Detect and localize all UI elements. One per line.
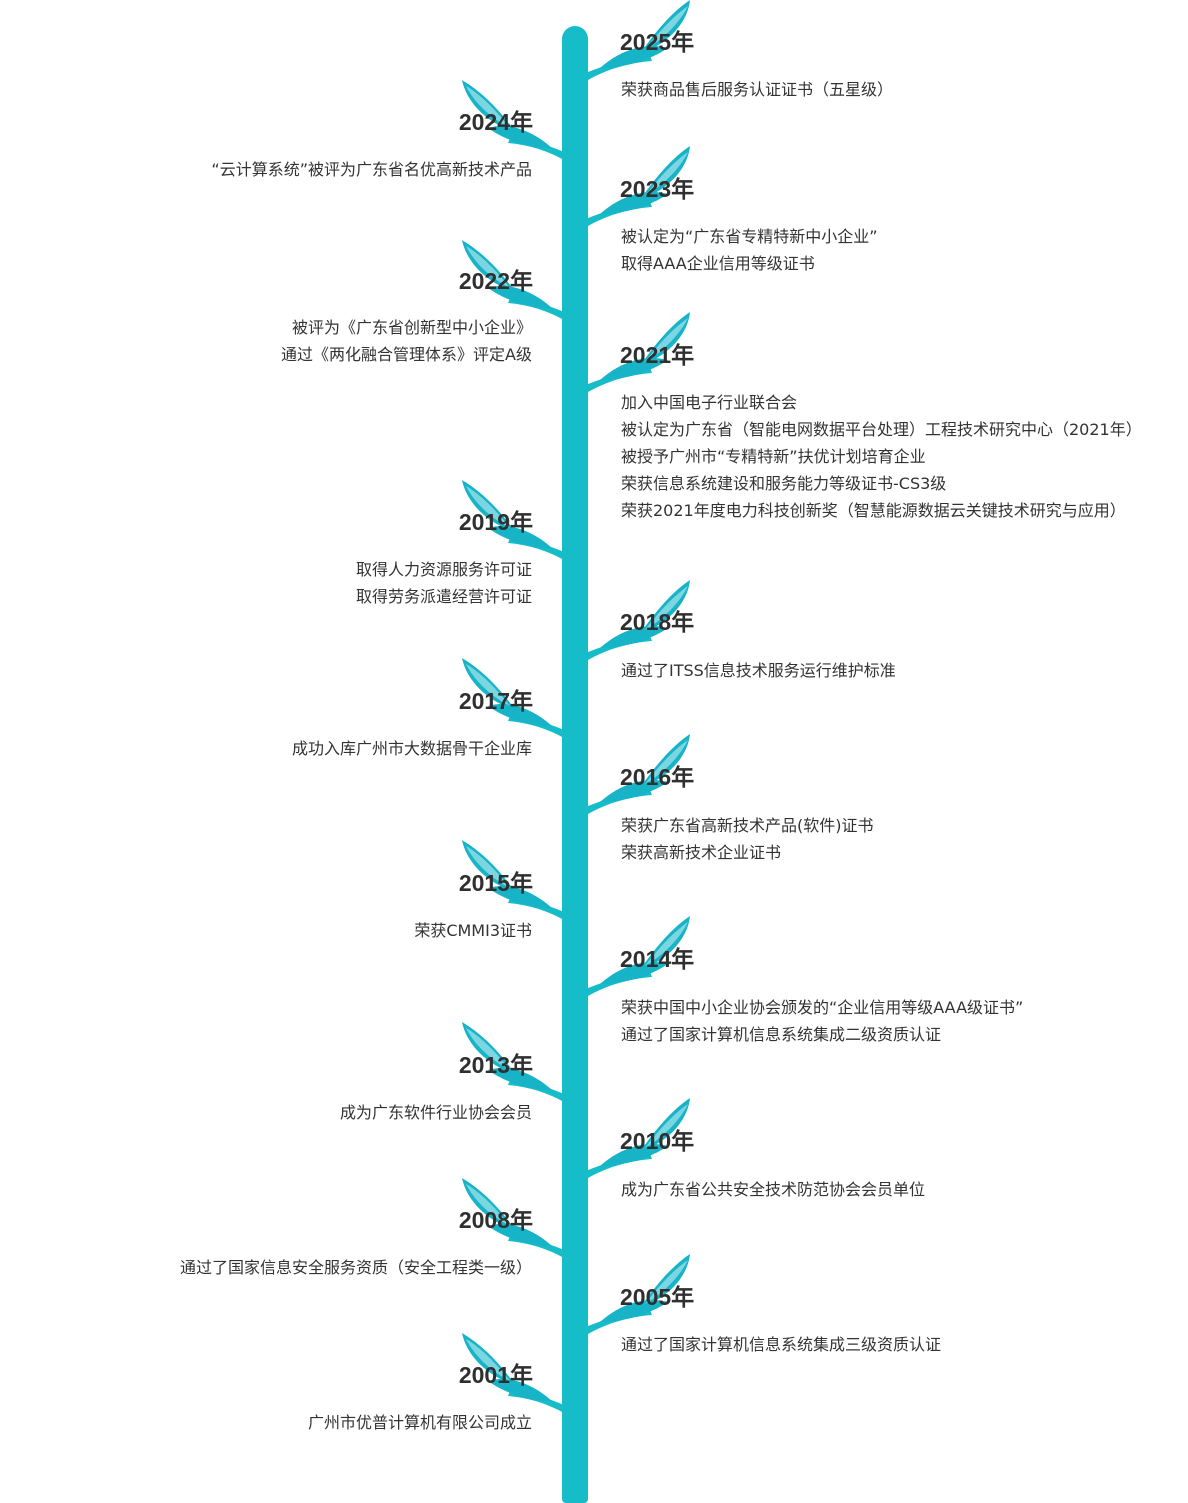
milestone-item: 通过《两化融合管理体系》评定A级 (281, 345, 532, 364)
milestone-year: 2015年 (458, 870, 533, 896)
milestone-item: 通过了国家计算机信息系统集成二级资质认证 (621, 1025, 942, 1044)
branch-stem (588, 972, 652, 996)
milestone-year: 2019年 (458, 509, 533, 535)
milestone-year: 2010年 (620, 1128, 695, 1154)
milestone-year: 2018年 (620, 609, 695, 635)
milestone-description: 取得人力资源服务许可证取得劳务派遣经营许可证 (356, 556, 532, 610)
milestone-year: 2001年 (458, 1362, 533, 1388)
milestone-item: 通过了ITSS信息技术服务运行维护标准 (621, 661, 896, 680)
milestone-item: 荣获商品售后服务认证证书（五星级） (621, 80, 894, 99)
milestone-description: 通过了国家信息安全服务资质（安全工程类一级） (180, 1254, 532, 1281)
milestone-item: 通过了国家信息安全服务资质（安全工程类一级） (179, 1258, 532, 1277)
milestone-item: 成为广东软件行业协会会员 (339, 1103, 532, 1122)
milestone-item: 成功入库广州市大数据骨干企业库 (291, 739, 532, 758)
milestone-item: 取得AAA企业信用等级证书 (621, 254, 815, 273)
milestone-item: 荣获广东省高新技术产品(软件)证书 (621, 816, 874, 835)
milestone-year: 2021年 (620, 342, 695, 368)
milestone-item: 通过了国家计算机信息系统集成三级资质认证 (621, 1335, 942, 1354)
milestone-item: 成为广东省公共安全技术防范协会会员单位 (621, 1180, 926, 1199)
milestone-item: 荣获高新技术企业证书 (621, 843, 782, 862)
milestone-description: 加入中国电子行业联合会被认定为广东省（智能电网数据平台处理）工程技术研究中心（2… (621, 389, 1142, 524)
milestone-year: 2014年 (620, 946, 695, 972)
milestone-description: 荣获CMMI3证书 (414, 917, 532, 944)
milestone-description: “云计算系统”被评为广东省名优高新技术产品 (211, 156, 532, 183)
milestone-item: 荣获信息系统建设和服务能力等级证书-CS3级 (621, 474, 947, 493)
milestone-year: 2023年 (620, 176, 695, 202)
milestone-description: 通过了ITSS信息技术服务运行维护标准 (621, 657, 896, 684)
milestone-item: 取得人力资源服务许可证 (355, 560, 532, 579)
milestone-year: 2022年 (458, 268, 533, 294)
milestone-item: 荣获中国中小企业协会颁发的“企业信用等级AAA级证书” (621, 998, 1024, 1017)
milestone-year: 2008年 (458, 1207, 533, 1233)
milestone-description: 荣获中国中小企业协会颁发的“企业信用等级AAA级证书” 通过了国家计算机信息系统集… (621, 994, 1023, 1048)
milestone-description: 广州市优普计算机有限公司成立 (308, 1409, 532, 1436)
milestone-description: 被认定为“广东省专精特新中小企业” 取得AAA企业信用等级证书 (621, 223, 878, 277)
milestone-description: 成为广东省公共安全技术防范协会会员单位 (621, 1176, 925, 1203)
milestone-item: 荣获2021年度电力科技创新奖（智慧能源数据云关键技术研究与应用） (621, 501, 1126, 520)
milestone-description: 成为广东软件行业协会会员 (340, 1099, 532, 1126)
milestone-description: 荣获广东省高新技术产品(软件)证书荣获高新技术企业证书 (621, 812, 874, 866)
milestone-year: 2017年 (458, 688, 533, 714)
milestone-year: 2005年 (620, 1284, 695, 1310)
milestone-item: 荣获CMMI3证书 (414, 921, 532, 940)
milestone-year: 2025年 (620, 29, 695, 55)
milestone-item: 被认定为“广东省专精特新中小企业” (621, 227, 878, 246)
milestone-year: 2016年 (620, 764, 695, 790)
milestone-item: 被授予广州市“专精特新”扶优计划培育企业 (621, 447, 926, 466)
milestone-item: 被认定为广东省（智能电网数据平台处理）工程技术研究中心（2021年） (621, 420, 1142, 439)
timeline-trunk (562, 26, 588, 1503)
branch-stem (588, 790, 652, 814)
milestone-item: 被评为《广东省创新型中小企业》 (291, 318, 532, 337)
milestone-description: 被评为《广东省创新型中小企业》通过《两化融合管理体系》评定A级 (281, 314, 532, 368)
milestone-year: 2024年 (458, 109, 533, 135)
milestone-description: 荣获商品售后服务认证证书（五星级） (621, 76, 893, 103)
milestone-item: 取得劳务派遣经营许可证 (355, 587, 532, 606)
milestone-item: “云计算系统”被评为广东省名优高新技术产品 (211, 160, 532, 179)
milestone-description: 成功入库广州市大数据骨干企业库 (292, 735, 532, 762)
milestone-year: 2013年 (458, 1052, 533, 1078)
branch-stem (588, 1154, 652, 1178)
milestone-description: 通过了国家计算机信息系统集成三级资质认证 (621, 1331, 941, 1358)
milestone-item: 加入中国电子行业联合会 (621, 393, 798, 412)
milestone-item: 广州市优普计算机有限公司成立 (307, 1413, 532, 1432)
